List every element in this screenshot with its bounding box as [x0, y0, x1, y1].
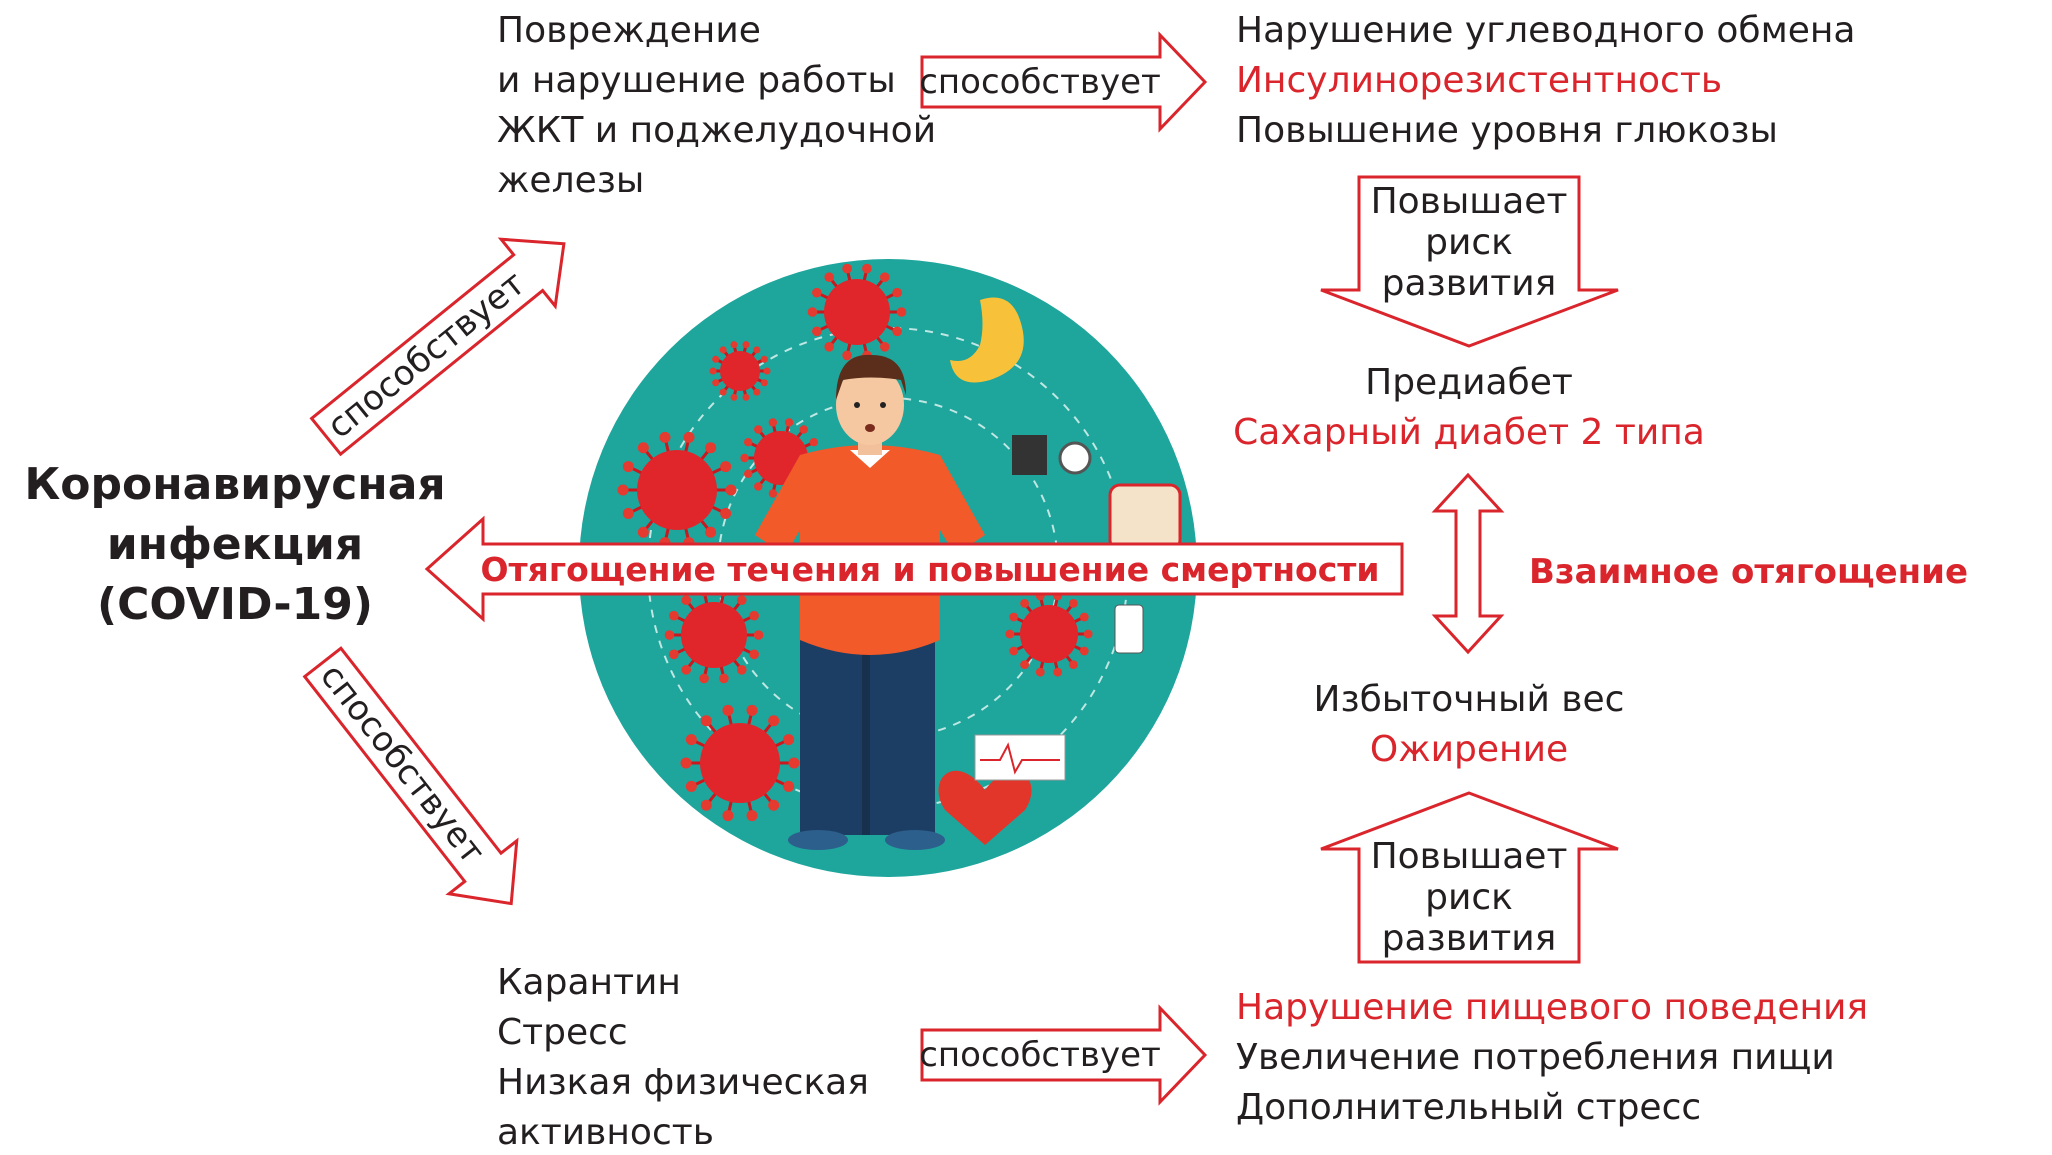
text-line: Инсулинорезистентность [1236, 60, 1723, 101]
text-line: Повышает [1370, 836, 1568, 877]
text-line: Стресс [497, 1012, 628, 1053]
carb-metabolism-block: Нарушение углеводного обмена Инсулинорез… [1236, 6, 1856, 156]
virus-icon [680, 704, 800, 822]
arrow-label: Отягощение течения и повышение смертност… [480, 549, 1380, 589]
text-line: и нарушение работы [497, 60, 896, 101]
heart-icon [938, 770, 1032, 845]
text-line: Карантин [497, 962, 681, 1003]
mutual-worsening-label: Взаимное отягощение [1529, 552, 1969, 592]
arrow-label: способствует [919, 62, 1161, 102]
arrow-label: Повышает риск развития [1359, 831, 1579, 964]
raises-risk-arrow-up: Повышает риск развития [1319, 791, 1620, 964]
text-line: развития [1381, 263, 1557, 304]
source-line: (COVID-19) [97, 579, 373, 630]
contributes-arrow-bottom: способствует [919, 1004, 1208, 1106]
prediabetes-block: Предиабет Сахарный диабет 2 типа [1169, 358, 1769, 458]
blood-pressure-cuff-icon [1012, 435, 1047, 475]
stomach-icon [950, 297, 1024, 383]
arrow-label: способствует [919, 1035, 1161, 1075]
arrow-label: Повышает риск развития [1359, 175, 1579, 310]
contributes-arrow-diagonal-up: способствует [303, 215, 588, 464]
contributes-arrow-diagonal-down: способствует [294, 639, 540, 926]
source-line: инфекция [106, 519, 364, 570]
text-line: риск [1425, 222, 1513, 263]
text-line: Сахарный диабет 2 типа [1233, 412, 1705, 453]
eating-behavior-block: Нарушение пищевого поведения Увеличение … [1236, 983, 1868, 1133]
text-line: Нарушение углеводного обмена [1236, 10, 1856, 51]
text-line: Увеличение потребления пищи [1236, 1037, 1835, 1078]
text-line: Нарушение пищевого поведения [1236, 987, 1869, 1028]
raises-risk-arrow-down: Повышает риск развития [1319, 175, 1620, 348]
text-line: риск [1425, 877, 1513, 918]
text-line: ЖКТ и поджелудочной [497, 110, 937, 151]
text-line: Дополнительный стресс [1236, 1087, 1702, 1128]
virus-icon [664, 586, 764, 684]
worsening-arrow: Отягощение течения и повышение смертност… [424, 515, 1404, 623]
virus-icon [1005, 591, 1093, 677]
text-line: активность [497, 1112, 714, 1153]
virus-icon [709, 341, 771, 401]
virus-icon [617, 431, 737, 549]
text-line: Повышает [1370, 181, 1568, 222]
text-line: Низкая физическая [497, 1062, 869, 1103]
text-line: Повреждение [497, 10, 761, 51]
overweight-person [755, 354, 985, 850]
ecg-monitor-icon [974, 734, 1066, 781]
quarantine-block: Карантин Стресс Низкая физическая активн… [497, 958, 869, 1155]
text-line: железы [497, 160, 645, 201]
gi-damage-block: Повреждение и нарушение работы ЖКТ и под… [497, 6, 936, 206]
text-line: Повышение уровня глюкозы [1236, 110, 1778, 151]
text-line: Избыточный вес [1313, 679, 1625, 720]
contributes-arrow-top: способствует [919, 31, 1208, 133]
mutual-double-arrow [1431, 472, 1505, 655]
text-line: Ожирение [1369, 729, 1569, 770]
glucometer-icon [1114, 604, 1144, 654]
text-line: развития [1381, 918, 1557, 959]
overweight-block: Избыточный вес Ожирение [1169, 675, 1769, 775]
source-line: Коронавирусная [24, 459, 446, 510]
source-covid-label: Коронавирусная инфекция (COVID-19) [20, 455, 450, 635]
text-line: Предиабет [1365, 362, 1573, 403]
